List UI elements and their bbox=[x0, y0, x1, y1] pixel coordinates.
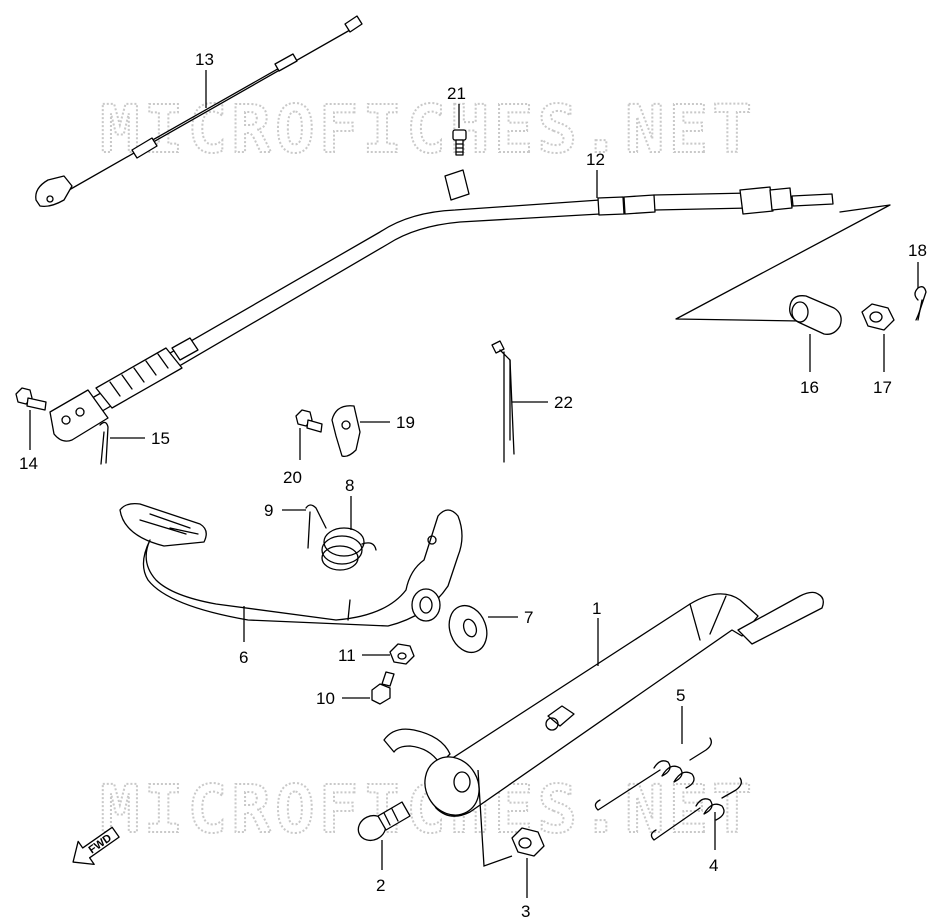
callout-11: 11 bbox=[338, 646, 356, 665]
callout-5: 5 bbox=[676, 686, 685, 705]
part-18-cotter-pin[interactable] bbox=[914, 286, 927, 321]
callout-20: 20 bbox=[283, 468, 302, 487]
part-13-brake-cable[interactable] bbox=[35, 15, 363, 208]
callout-9: 9 bbox=[264, 501, 273, 520]
callout-22: 22 bbox=[554, 393, 573, 412]
callout-14: 14 bbox=[19, 454, 38, 473]
part-7-washer[interactable] bbox=[443, 600, 493, 657]
callout-6: 6 bbox=[239, 648, 248, 667]
callout-17: 17 bbox=[873, 378, 892, 397]
part-19-bracket[interactable] bbox=[331, 405, 361, 458]
part-10-bolt[interactable] bbox=[371, 671, 395, 705]
callout-4: 4 bbox=[709, 856, 718, 875]
callout-12: 12 bbox=[586, 150, 605, 169]
callout-8: 8 bbox=[345, 476, 354, 495]
guide-3 bbox=[477, 769, 513, 867]
callout-2: 2 bbox=[376, 876, 385, 895]
callout-16: 16 bbox=[800, 378, 819, 397]
part-17-nut[interactable] bbox=[861, 303, 895, 331]
callout-18: 18 bbox=[908, 241, 927, 260]
part-20-bolt[interactable] bbox=[295, 409, 323, 433]
part-5-spring[interactable] bbox=[594, 737, 712, 811]
part-15-cotter-pin[interactable] bbox=[99, 421, 109, 465]
part-8-spring[interactable] bbox=[321, 527, 377, 571]
watermark-top: MICROFICHES.NET bbox=[100, 91, 756, 168]
callout-19: 19 bbox=[396, 413, 415, 432]
callout-7: 7 bbox=[524, 608, 533, 627]
part-4-spring[interactable] bbox=[650, 777, 742, 841]
callout-21: 21 bbox=[447, 84, 466, 103]
part-11-nut[interactable] bbox=[389, 643, 415, 665]
detail-guide-lines bbox=[675, 204, 891, 322]
callout-3: 3 bbox=[521, 902, 530, 919]
callout-13: 13 bbox=[195, 50, 214, 69]
part-21-bolt[interactable] bbox=[452, 129, 467, 156]
part-6-brake-pedal[interactable] bbox=[119, 502, 463, 627]
part-3-nut[interactable] bbox=[511, 827, 545, 857]
callout-10: 10 bbox=[316, 689, 335, 708]
part-14-bolt[interactable] bbox=[15, 387, 47, 411]
part-9-cotter-pin[interactable] bbox=[305, 504, 327, 549]
part-1-side-stand[interactable] bbox=[383, 591, 824, 825]
callout-1: 1 bbox=[592, 599, 601, 618]
part-16-sleeve[interactable] bbox=[789, 295, 842, 335]
callout-15: 15 bbox=[151, 429, 170, 448]
part-12-brake-rod[interactable] bbox=[49, 169, 834, 442]
part-2-pivot-bolt[interactable] bbox=[354, 801, 411, 845]
part-22-cable-tie[interactable] bbox=[491, 340, 515, 463]
